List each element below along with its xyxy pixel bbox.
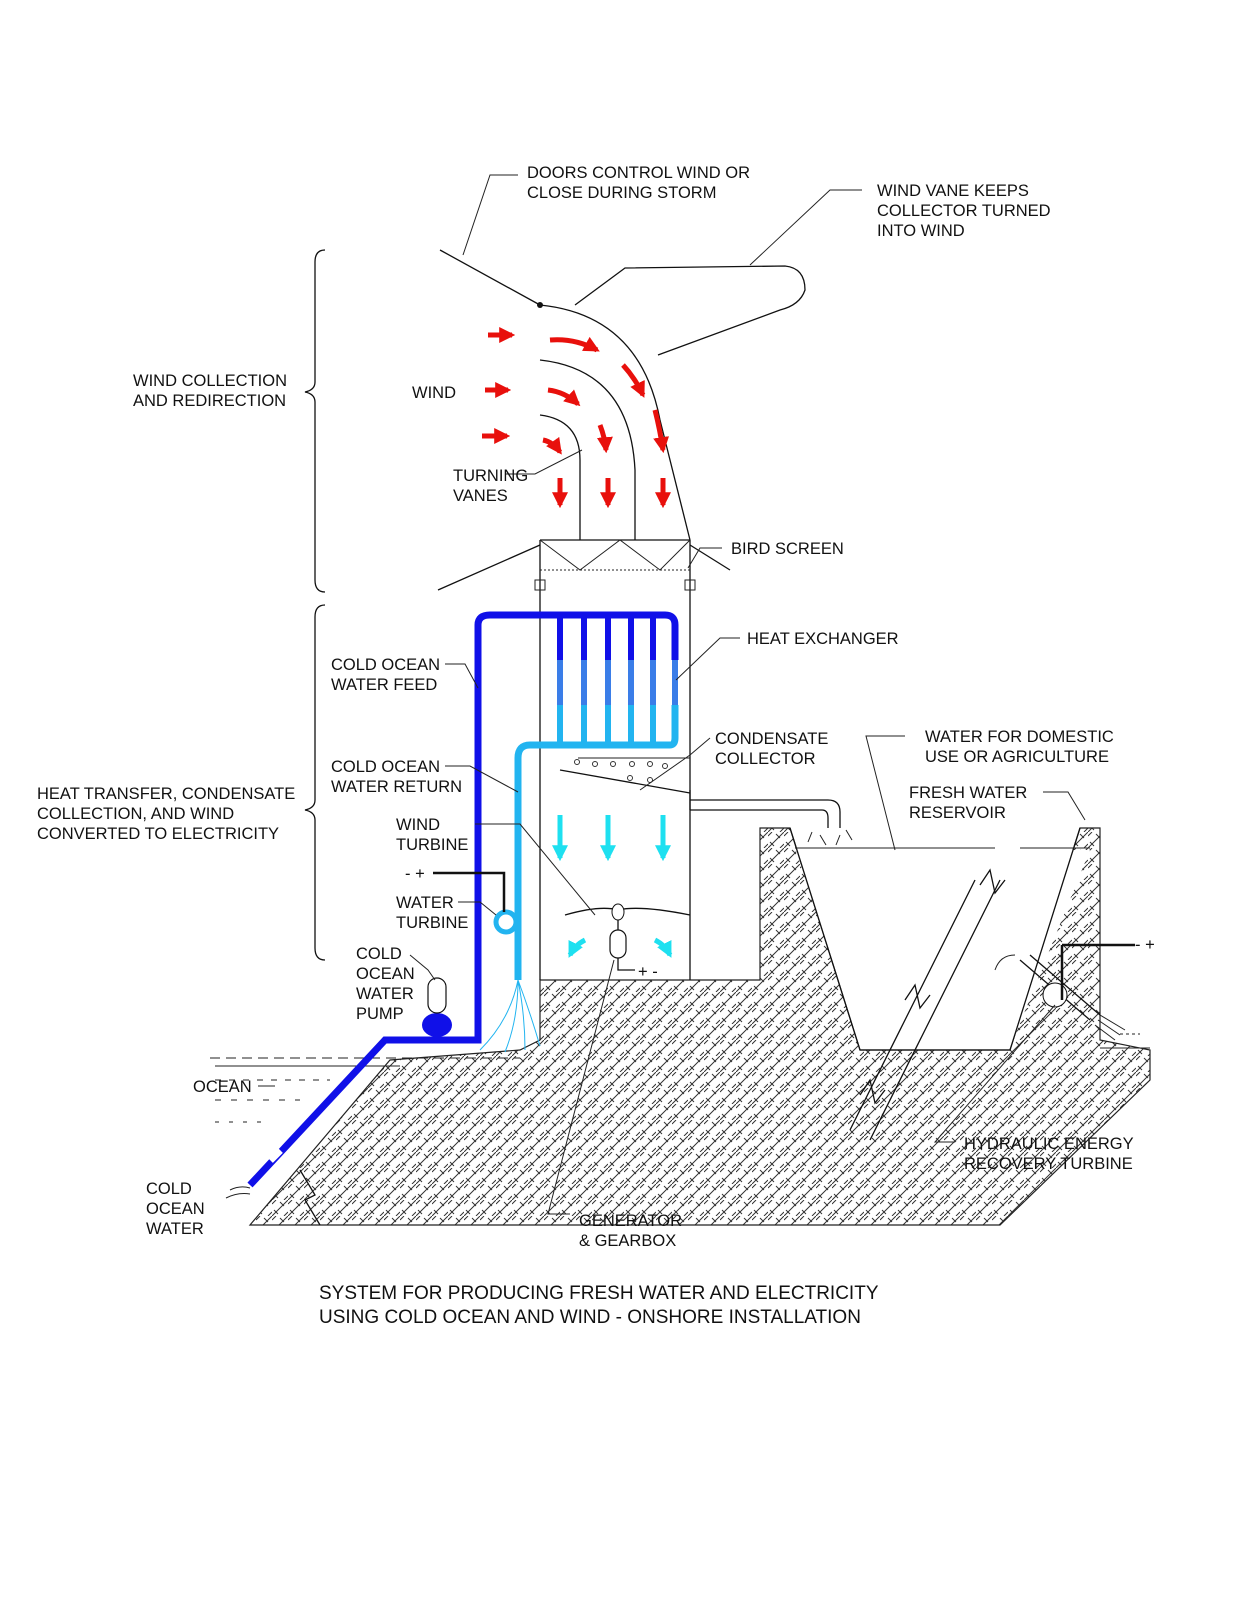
- label-pump: COLD OCEAN WATER PUMP: [356, 945, 419, 1023]
- terminal-right: - +: [1135, 936, 1155, 954]
- hydraulic-turbine: [994, 943, 1135, 1041]
- label-cold-return: COLD OCEAN WATER RETURN: [331, 758, 462, 796]
- terminal-left: - +: [405, 865, 425, 883]
- label-cold-feed: COLD OCEAN WATER FEED: [331, 656, 445, 694]
- label-heat-exchanger: HEAT EXCHANGER: [747, 630, 899, 648]
- label-wind-turbine: WIND TURBINE: [396, 816, 468, 854]
- label-bird-screen: BIRD SCREEN: [731, 540, 844, 558]
- label-heat-transfer: HEAT TRANSFER, CONDENSATE COLLECTION, AN…: [37, 785, 300, 843]
- label-ocean: OCEAN: [193, 1078, 252, 1096]
- label-water-use: WATER FOR DOMESTIC USE OR AGRICULTURE: [925, 728, 1118, 766]
- label-wind: WIND: [412, 384, 456, 402]
- cool-air-arrows: [551, 815, 673, 958]
- wiring: [433, 871, 506, 912]
- label-hydraulic: HYDRAULIC ENERGY RECOVERY TURBINE: [964, 1135, 1138, 1173]
- leader-lines: [258, 174, 1086, 1215]
- terminal-generator: + -: [638, 963, 658, 981]
- wind-arrows: [482, 326, 672, 509]
- return-pipe: [479, 705, 679, 1053]
- label-doors: DOORS CONTROL WIND OR CLOSE DURING STORM: [527, 164, 755, 202]
- label-water-turbine: WATER TURBINE: [396, 894, 468, 932]
- diagram-caption: SYSTEM FOR PRODUCING FRESH WATER AND ELE…: [319, 1283, 883, 1328]
- label-turning-vanes: TURNING VANES: [453, 467, 533, 505]
- condensate-droplets: [574, 759, 668, 783]
- tower: [437, 249, 853, 980]
- label-wind-collection: WIND COLLECTION AND REDIRECTION: [133, 372, 292, 410]
- wind-turbine: [564, 903, 691, 971]
- label-condensate: CONDENSATE COLLECTOR: [715, 730, 833, 768]
- ground: [248, 827, 1151, 1226]
- labels: DOORS CONTROL WIND OR CLOSE DURING STORM…: [37, 164, 1155, 1250]
- ocean: [210, 1033, 1150, 1199]
- label-reservoir: FRESH WATER RESERVOIR: [909, 784, 1032, 822]
- label-cold-water: COLD OCEAN WATER: [146, 1180, 209, 1238]
- label-wind-vane: WIND VANE KEEPS COLLECTOR TURNED INTO WI…: [877, 182, 1055, 240]
- label-generator: GENERATOR & GEARBOX: [579, 1212, 687, 1250]
- braces: [304, 249, 326, 961]
- cold-water-feed-pipe: [247, 611, 679, 1188]
